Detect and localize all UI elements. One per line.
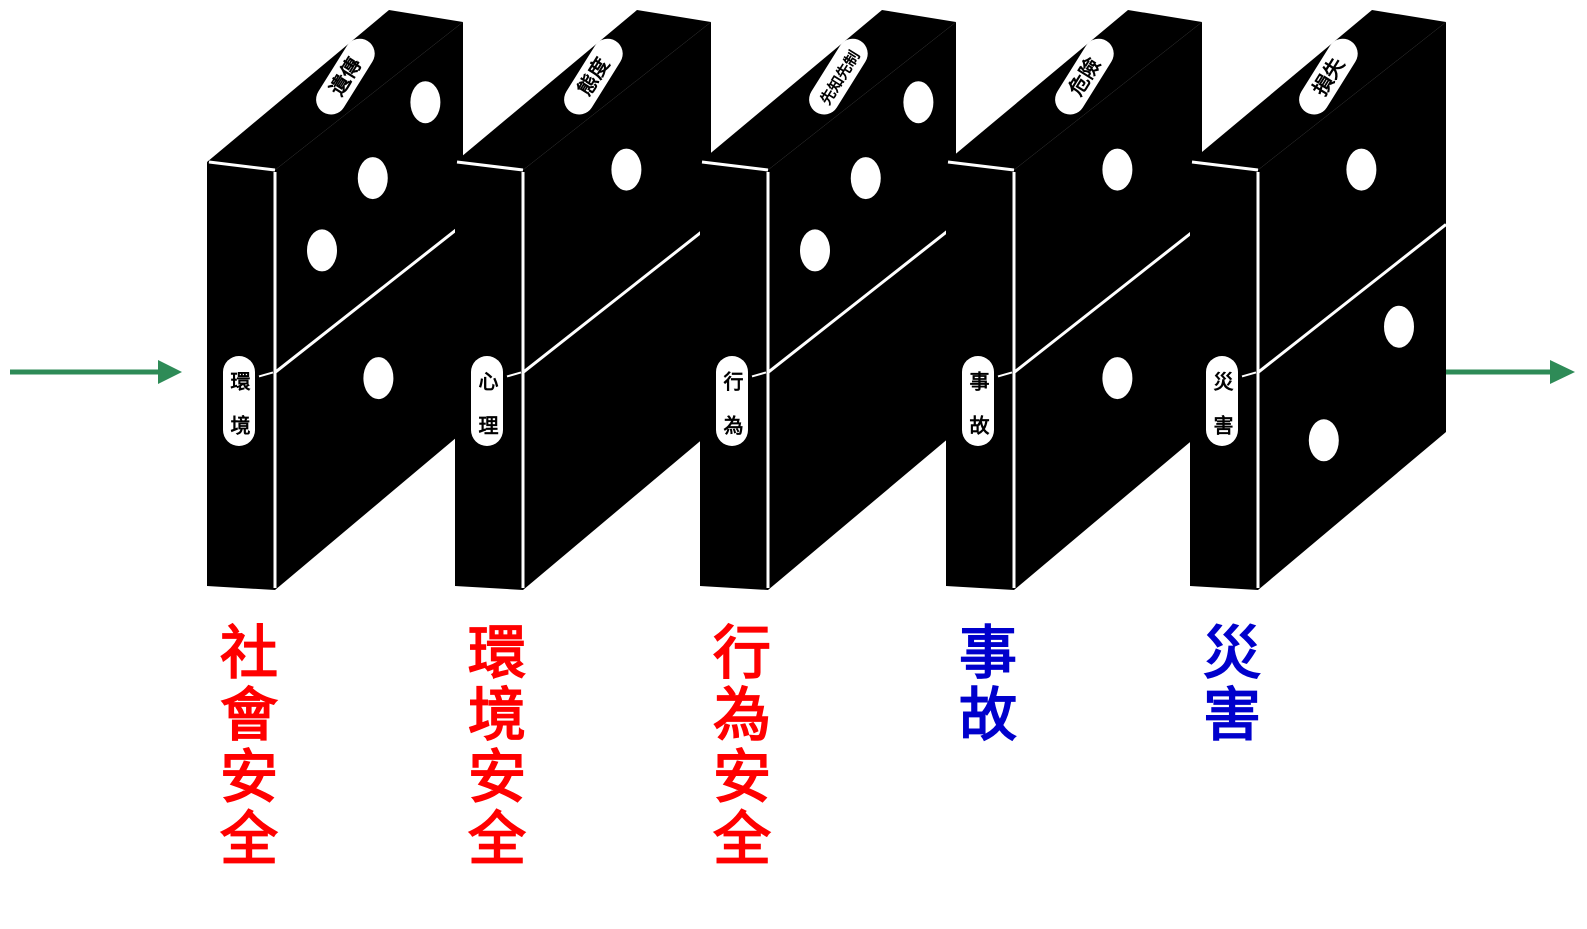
domino-label: 社會安全 (210, 622, 278, 870)
domino-top-pip (357, 157, 388, 200)
domino-top-edge (456, 160, 524, 172)
domino-top-pip (611, 148, 642, 191)
domino-spine-label: 環境 (227, 371, 251, 436)
domino-divider (274, 223, 464, 374)
domino-top-edge (947, 160, 1015, 172)
domino-divider (1013, 223, 1203, 374)
domino-top-edge (701, 160, 769, 172)
domino-top-label-bg (316, 38, 375, 115)
domino-top-label-bg (809, 38, 868, 115)
domino-spine-notch (258, 371, 274, 378)
domino-bottom-pip (1384, 305, 1414, 348)
domino-face (523, 22, 711, 590)
domino-spine-label-bg (716, 356, 748, 446)
domino-top-pip (800, 229, 830, 272)
domino-spine-label: 災害 (1210, 371, 1234, 436)
domino-spine-label: 行為 (720, 370, 744, 435)
input-arrow-head (158, 360, 182, 384)
domino-spine-label-bg (471, 356, 503, 446)
domino-spine-label-bg (223, 356, 255, 446)
domino-bottom-pip (363, 357, 394, 400)
domino-label: 災害 (1193, 622, 1261, 746)
domino-spine-label-bg (1206, 356, 1238, 446)
domino-face (1014, 22, 1202, 590)
domino-top-edge (208, 160, 276, 172)
domino-spine-notch (506, 371, 522, 378)
domino-bottom-pip (1308, 419, 1339, 462)
domino-top-pip (1102, 148, 1133, 191)
domino-spine-label: 事故 (966, 370, 990, 436)
domino-spine-notch (751, 371, 767, 378)
domino-bottom-pip (1102, 357, 1133, 400)
domino-divider (767, 223, 957, 374)
domino-top-pip (410, 81, 441, 124)
domino-top-pip (903, 81, 934, 124)
domino-divider (522, 223, 712, 374)
domino-label: 行為安全 (703, 622, 771, 870)
output-arrow-head (1550, 360, 1575, 384)
domino-face (275, 22, 463, 590)
domino-top-pip (850, 157, 881, 200)
domino-spine-notch (997, 371, 1013, 378)
domino-top-edge (1191, 160, 1259, 172)
domino-spine-label-bg (962, 356, 994, 446)
domino-spine-label: 心理 (475, 371, 499, 435)
domino-top-label-bg (564, 38, 623, 115)
domino-face (768, 22, 956, 590)
domino-top-pip (1346, 148, 1377, 191)
domino-label: 事故 (949, 622, 1017, 746)
domino-label: 環境安全 (458, 622, 526, 870)
domino-top-pip (307, 229, 337, 272)
domino-spine-notch (1241, 371, 1257, 378)
domino-top-label-bg (1055, 38, 1114, 115)
input-arrow (10, 360, 182, 384)
domino-face (1258, 22, 1446, 590)
domino-top-label-bg (1299, 38, 1358, 115)
domino-divider (1257, 223, 1447, 374)
